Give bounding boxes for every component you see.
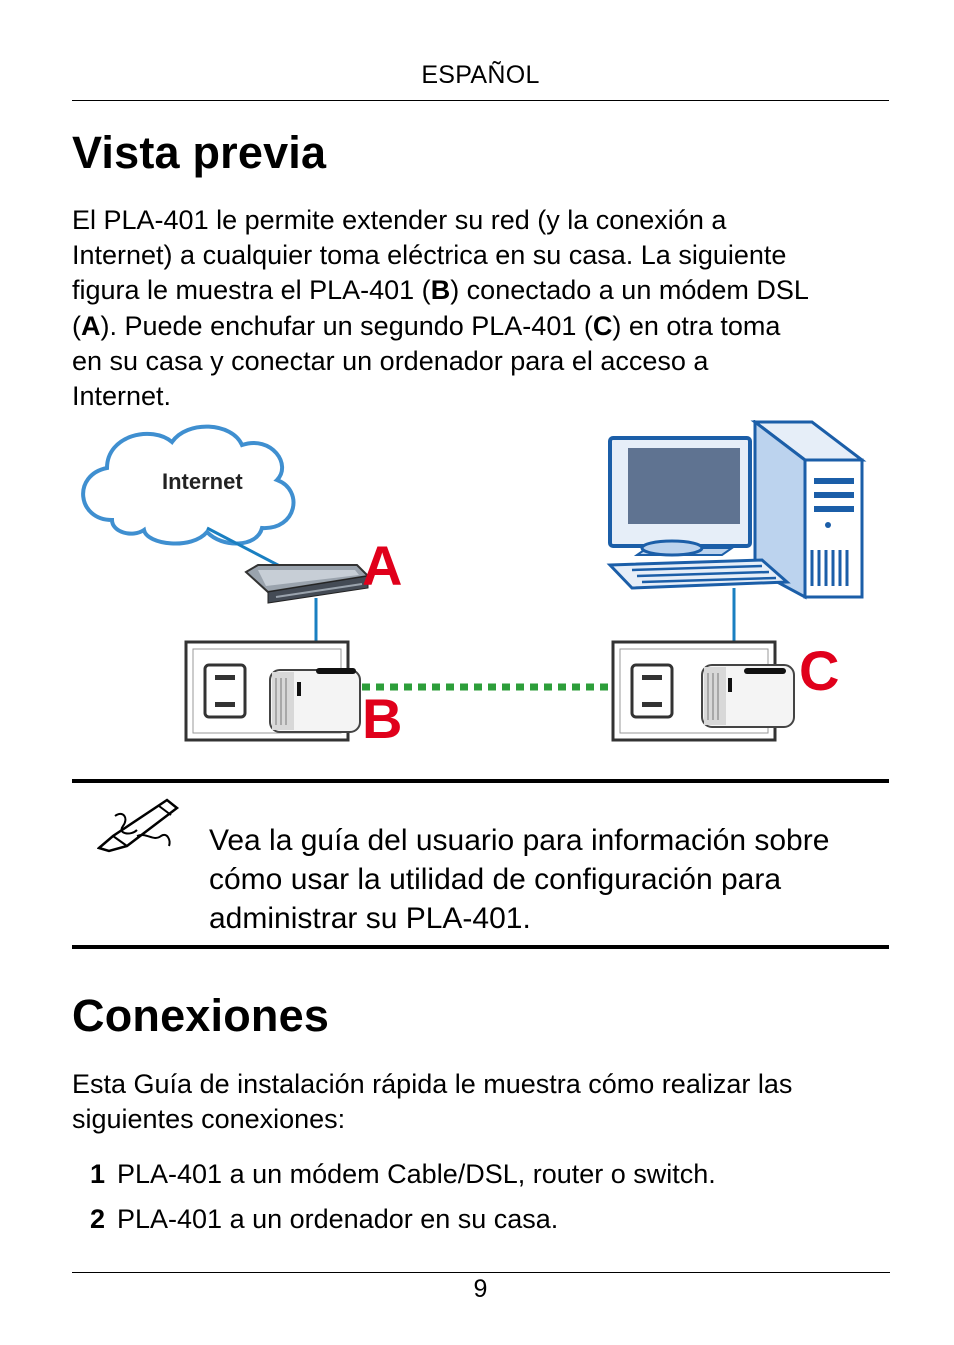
desktop-computer-icon — [606, 420, 867, 600]
note-line-3: administrar su PLA-401. — [209, 902, 531, 935]
note-top-rule — [72, 779, 889, 783]
network-diagram: Internet A B — [81, 420, 867, 750]
footer-rule — [72, 1272, 890, 1273]
list-item: 2 PLA-401 a un ordenador en su casa. — [90, 1203, 716, 1248]
powerline-adapter-b-icon — [269, 668, 361, 733]
label-b: B — [362, 687, 402, 750]
label-c: C — [799, 639, 839, 702]
connections-paragraph: Esta Guía de instalación rápida le muest… — [72, 1067, 892, 1137]
overview-line-4: (A). Puede enchufar un segundo PLA-401 (… — [72, 310, 781, 341]
note-text: Vea la guía del usuario para información… — [209, 821, 889, 938]
overview-line-6: Internet. — [72, 381, 172, 412]
internet-cloud-icon — [81, 424, 296, 546]
overview-line-3: figura le muestra el PLA-401 (B) conecta… — [72, 275, 809, 306]
pencil-note-icon — [97, 798, 180, 853]
note-bottom-rule — [72, 945, 889, 949]
dsl-modem-icon — [244, 564, 371, 604]
list-item-text: PLA-401 a un ordenador en su casa. — [117, 1204, 559, 1234]
section-header: ESPAÑOL — [421, 61, 540, 89]
overview-line-1: El PLA-401 le permite extender su red (y… — [72, 205, 727, 235]
overview-paragraph: El PLA-401 le permite extender su red (y… — [72, 203, 892, 414]
connections-title: Conexiones — [72, 990, 330, 1041]
page-number: 9 — [473, 1275, 488, 1303]
overview-line-2: Internet) a cualquier toma eléctrica en … — [72, 240, 787, 271]
overview-title: Vista previa — [72, 127, 327, 178]
overview-line-5: en su casa y conectar un ordenador para … — [72, 345, 709, 376]
note-line-2: cómo usar la utilidad de configuración p… — [209, 863, 782, 896]
list-item: 1 PLA-401 a un módem Cable/DSL, router o… — [90, 1158, 716, 1203]
list-item-text: PLA-401 a un módem Cable/DSL, router o s… — [117, 1159, 716, 1189]
header-rule — [72, 100, 889, 101]
list-item-number: 1 — [90, 1159, 106, 1189]
label-a: A — [362, 534, 402, 597]
connections-list: 1 PLA-401 a un módem Cable/DSL, router o… — [90, 1158, 716, 1248]
note-line-1: Vea la guía del usuario para información… — [209, 824, 830, 857]
connections-line-2: siguientes conexiones: — [72, 1104, 346, 1135]
list-item-number: 2 — [90, 1204, 106, 1234]
cloud-label: Internet — [162, 469, 243, 494]
connections-line-1: Esta Guía de instalación rápida le muest… — [72, 1069, 793, 1099]
powerline-adapter-c-icon — [701, 664, 795, 728]
